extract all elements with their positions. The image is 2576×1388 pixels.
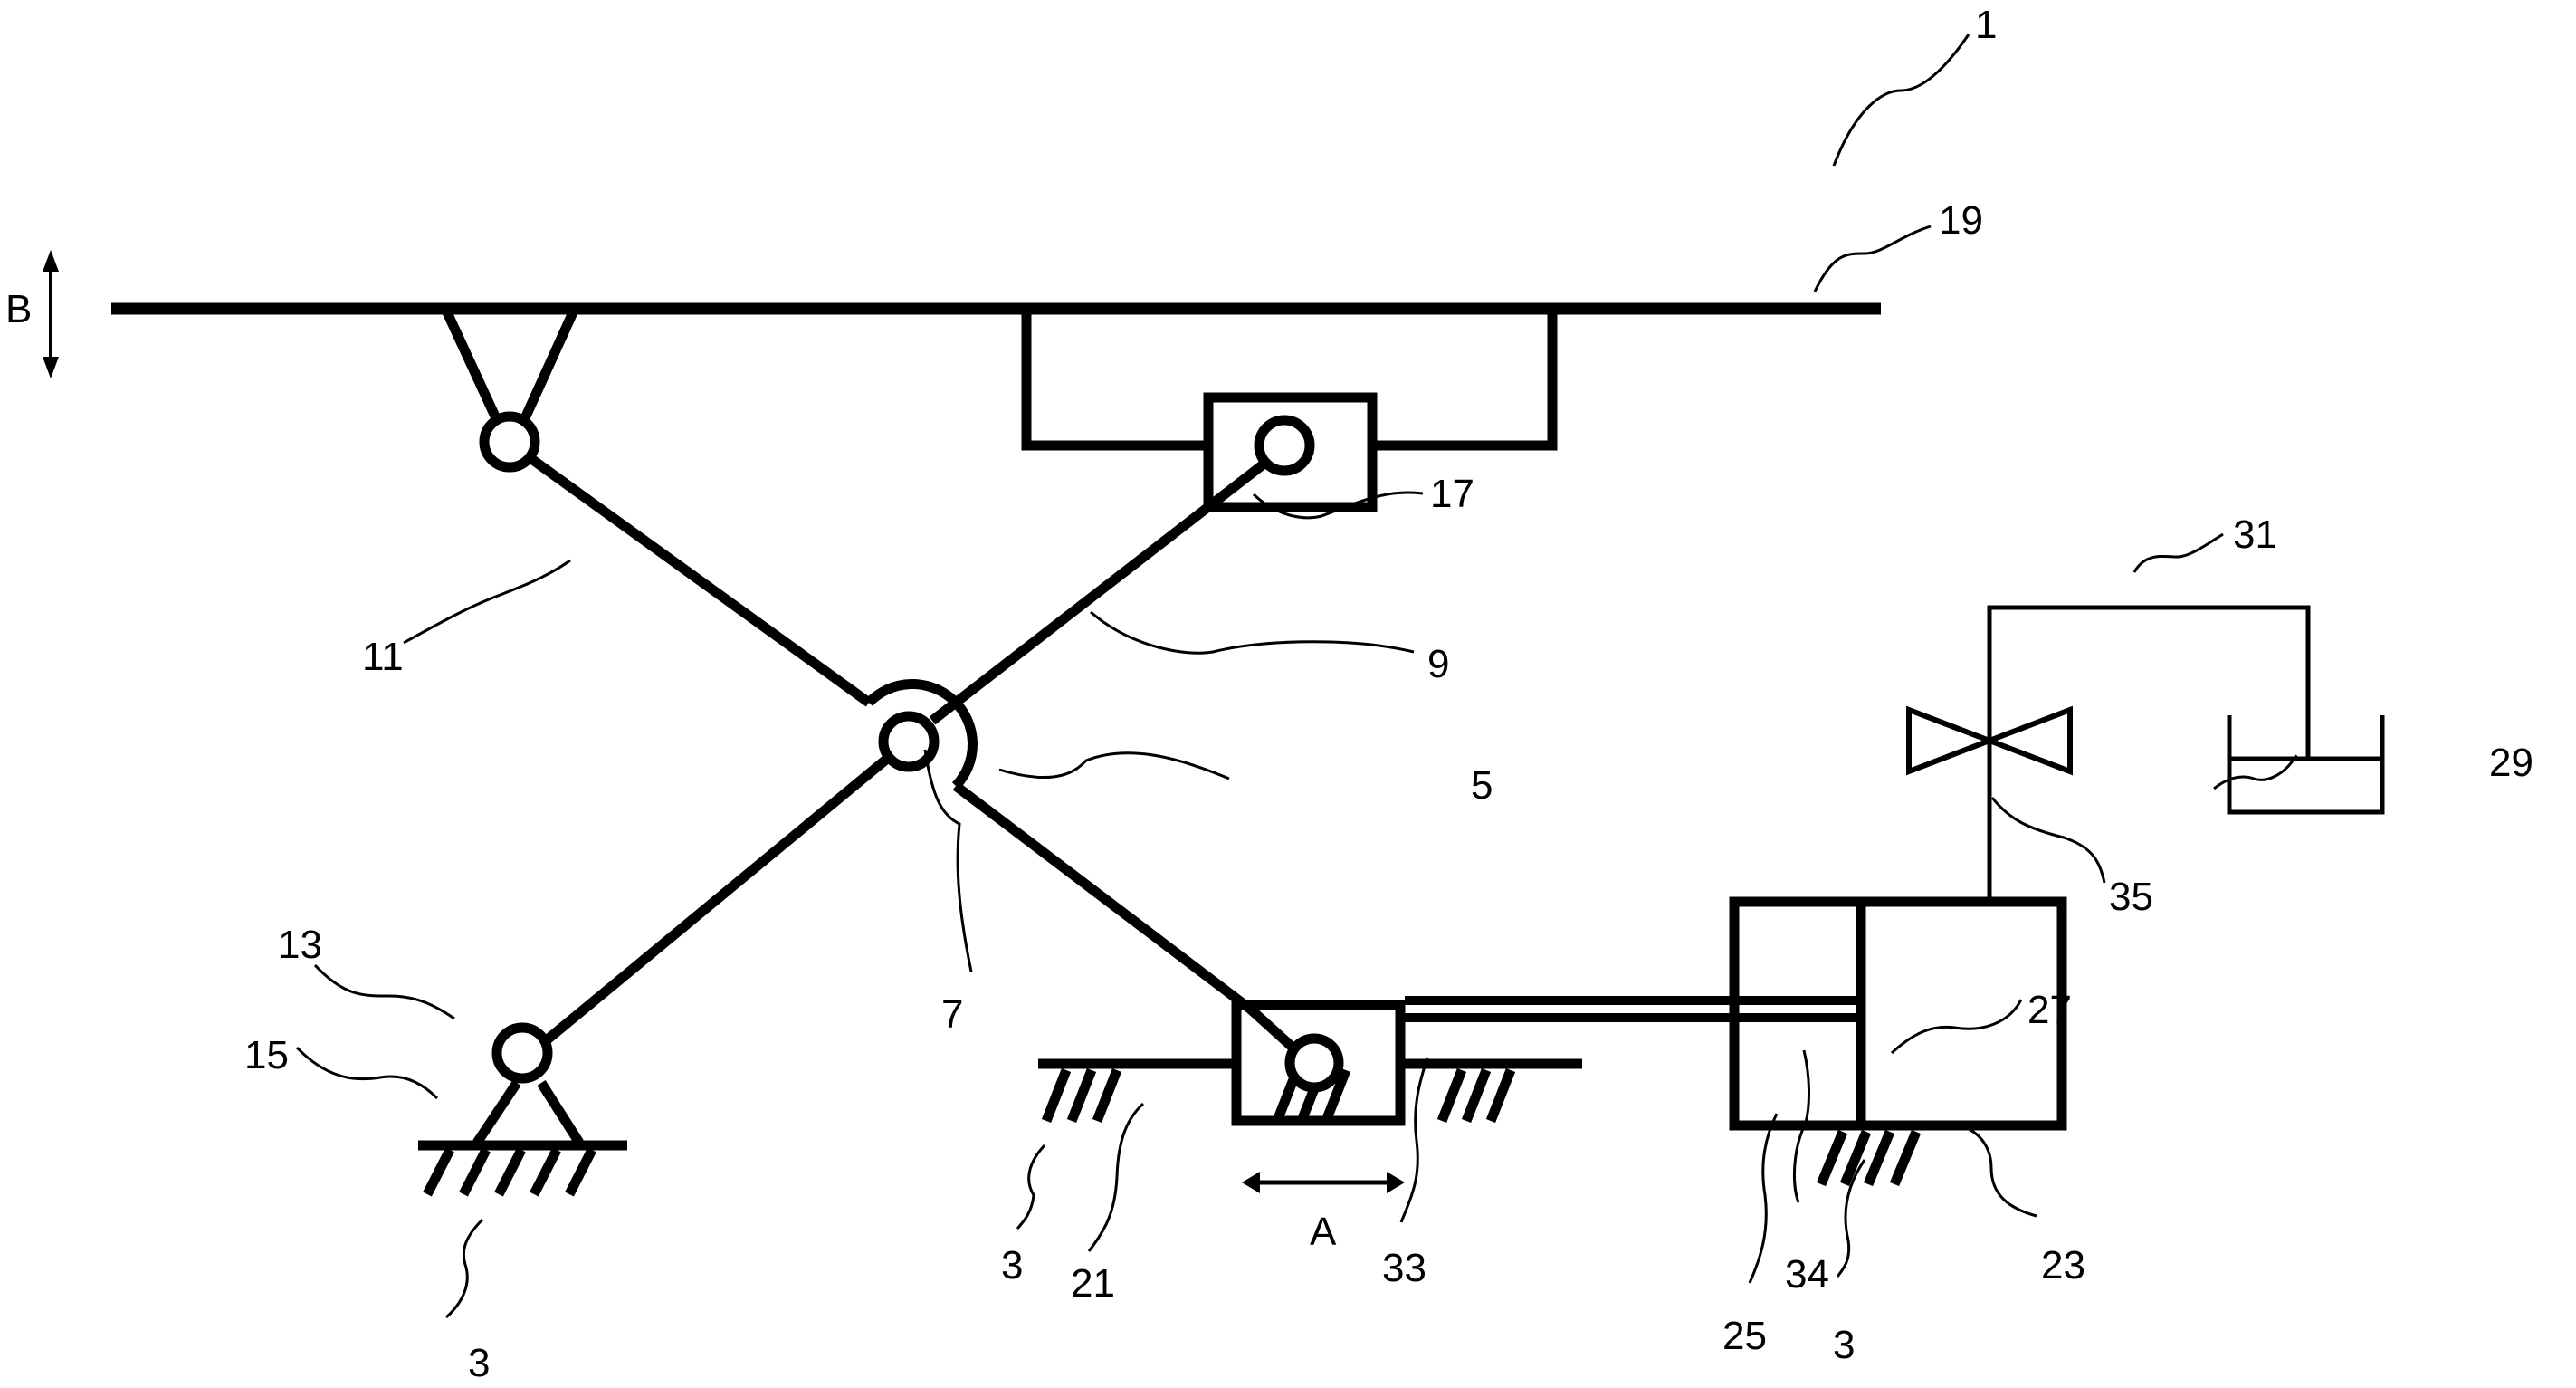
numeral-21: 21 <box>1071 1261 1115 1306</box>
numeral-13: 13 <box>278 923 322 967</box>
upper-left-pivot-pin <box>479 411 540 473</box>
reservoir-tank <box>2227 715 2385 815</box>
upper-guide-left <box>1021 312 1204 451</box>
vertical-motion-arrow <box>43 250 59 378</box>
center-pivot-pin <box>878 711 940 772</box>
ground-hatch-middle-far-right <box>1436 1067 1516 1124</box>
numeral-29: 29 <box>2489 741 2533 785</box>
lower-slider <box>1231 1000 1406 1126</box>
link-9-upper <box>929 455 1273 725</box>
link-9-lower <box>539 754 891 1048</box>
hydraulic-pipe <box>1987 605 2311 902</box>
numeral-17: 17 <box>1430 472 1474 516</box>
upper-slider <box>1203 392 1378 512</box>
upper-guide-right <box>1377 312 1558 451</box>
label-B: B <box>5 287 32 331</box>
link-11-upper <box>527 454 873 707</box>
numeral-15: 15 <box>244 1033 289 1077</box>
leader-lines <box>295 34 2298 1319</box>
numeral-1: 1 <box>1975 3 1997 47</box>
numeral-34: 34 <box>1785 1252 1829 1297</box>
ground-hatch-middle-left <box>1041 1067 1122 1124</box>
numeral-31: 31 <box>2233 512 2277 557</box>
hydraulic-cylinder <box>1729 896 2067 1131</box>
numeral-5: 5 <box>1471 763 1493 808</box>
numeral-33: 33 <box>1382 1246 1426 1290</box>
lower-slider-pin <box>1284 1033 1344 1093</box>
numeral-7: 7 <box>941 992 963 1037</box>
numeral-27: 27 <box>2027 988 2072 1032</box>
valve-icon <box>1906 705 2073 776</box>
numeral-3-middle: 3 <box>1001 1243 1023 1287</box>
label-A: A <box>1310 1210 1337 1254</box>
link-11-lower <box>952 781 1255 1014</box>
numeral-3-right: 3 <box>1833 1323 1855 1367</box>
horizontal-motion-arrow <box>1242 1172 1405 1193</box>
ground-hatch-cylinder <box>1816 1129 1922 1187</box>
numeral-19: 19 <box>1939 198 1983 243</box>
numeral-3-left: 3 <box>468 1341 490 1385</box>
numeral-23: 23 <box>2041 1243 2085 1287</box>
lower-left-support <box>418 1079 627 1151</box>
numeral-11: 11 <box>362 635 404 679</box>
upper-left-pivot-bracket <box>443 310 578 421</box>
center-pivot-arc <box>865 679 978 790</box>
numeral-25: 25 <box>1722 1314 1767 1358</box>
numeral-35: 35 <box>2109 875 2153 919</box>
lower-left-pivot-pin <box>491 1022 553 1084</box>
ground-hatch-left <box>423 1147 596 1197</box>
upper-slider-pin <box>1254 415 1315 476</box>
numeral-9: 9 <box>1427 642 1449 686</box>
